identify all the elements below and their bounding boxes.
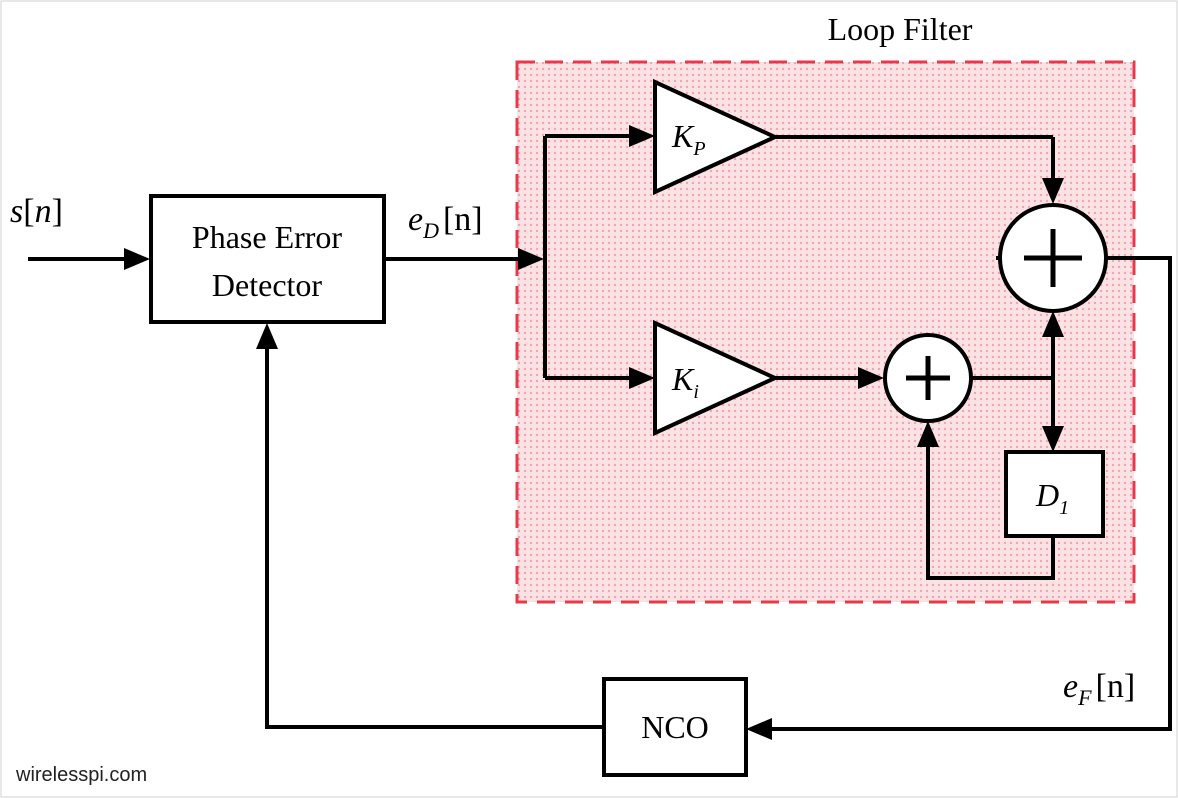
int-summer-left-arrowhead-icon xyxy=(858,367,884,389)
ed-signal-label: eD[n] xyxy=(408,201,483,243)
nco-input-arrowhead-icon xyxy=(746,718,772,740)
ef-signal-label: eF[n] xyxy=(1063,668,1135,710)
phase-error-detector-label-line1: Phase Error xyxy=(192,219,343,255)
int-summer-bottom-arrowhead-icon xyxy=(917,421,939,447)
delay-input-arrowhead-icon xyxy=(1042,426,1064,452)
watermark: wirelesspi.com xyxy=(15,764,147,786)
ped-feedback-arrowhead-icon xyxy=(256,323,278,349)
delay-feedback-wire xyxy=(926,446,1055,580)
input-signal-label: s[n] xyxy=(10,193,63,230)
ki-amplifier-triangle-icon xyxy=(653,319,780,437)
ki-gain-label: Ki xyxy=(671,361,699,403)
kp-gain-label: KP xyxy=(671,118,706,160)
kp-amplifier-triangle-icon xyxy=(653,78,780,196)
ef-output-wire xyxy=(770,256,1172,731)
main-summer-bottom-arrowhead-icon xyxy=(1042,311,1064,337)
ki-input-arrowhead-icon xyxy=(629,367,655,389)
phase-error-detector-label-line2: Detector xyxy=(212,267,323,303)
kp-input-arrowhead-icon xyxy=(629,125,655,147)
main-summer-top-arrowhead-icon xyxy=(1042,178,1064,204)
nco-feedback-wire xyxy=(265,348,604,729)
phase-error-detector-block xyxy=(149,194,386,324)
delay-label: D1 xyxy=(1035,477,1069,519)
nco-label: NCO xyxy=(641,709,709,745)
ed-arrowhead-icon xyxy=(518,248,544,270)
input-arrowhead-icon xyxy=(124,248,150,270)
loop-filter-title: Loop Filter xyxy=(828,11,973,47)
